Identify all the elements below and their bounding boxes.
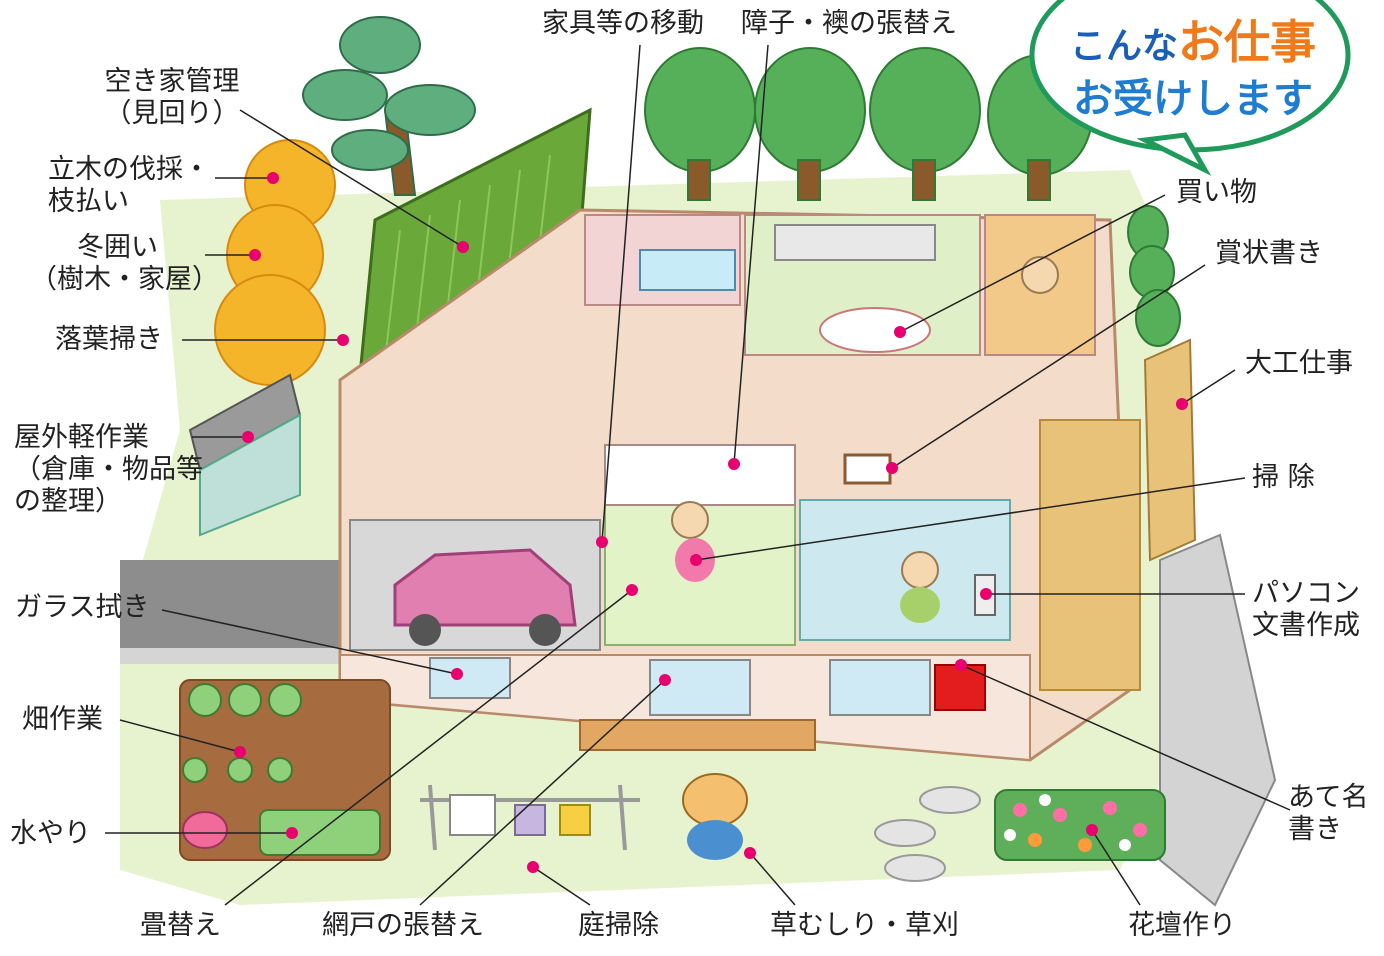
marker-fuyugakoi [249,249,261,261]
marker-garasu [451,668,463,680]
pine-tree [302,16,476,196]
marker-atena [955,659,967,671]
label-okugai: 屋外軽作業 （倉庫・物品等 の整理） [14,422,203,517]
laundry-shirt-2 [514,804,546,836]
laundry-shirt-1 [449,794,496,836]
marker-batsuboku [267,172,279,184]
label-garasu: ガラス拭き [15,592,150,623]
marker-hatake [234,746,246,758]
label-batsuboku: 立木の伐採・ 枝払い [48,154,210,217]
hedge [1127,205,1181,347]
callout-lines [105,44,1291,906]
marker-souji [690,554,702,566]
bathtub [639,249,736,291]
front-window-left [429,657,511,699]
label-mizuyari: 水やり [10,818,91,849]
label-shouji: 障子・襖の張替え [741,8,957,39]
laundry-shirt-3 [559,804,591,836]
label-rakuyou: 落葉掃き [55,324,163,355]
marker-shouji [728,458,740,470]
marker-mizuyari [286,827,298,839]
marker-kusamushiri [744,847,756,859]
person-cleaning [671,501,709,539]
person-pc [901,551,939,589]
label-shoujou: 賞状書き [1215,238,1323,269]
label-atena: あて名 書き [1288,782,1369,845]
badge-prefix: こんな [1069,26,1178,67]
label-amido: 網戸の張替え [322,910,484,941]
marker-okugai [242,431,254,443]
watering-can [182,811,228,849]
marker-rakuyou [337,334,349,346]
badge-emphasis: お仕事 [1178,15,1316,69]
engawa [1039,419,1141,691]
label-kusamushiri: 草むしり・草刈 [770,910,959,941]
marker-amido [659,674,671,686]
markers [234,172,1188,873]
marker-shoujou [886,462,898,474]
label-hatake: 畑作業 [22,704,103,735]
marker-tatami [626,584,638,596]
label-souji: 掃 除 [1252,462,1315,493]
front-window-center [649,659,751,716]
label-niwasouji: 庭掃除 [578,910,659,941]
certificate-frame [843,453,892,485]
road-curb [120,648,350,664]
gardener [682,773,748,827]
label-daiku: 大工仕事 [1245,348,1353,379]
label-fuyugakoi: 冬囲い （樹木・家屋） [30,232,219,295]
label-kaimono: 買い物 [1176,177,1257,208]
kitchen-counter [774,224,936,261]
road [120,560,350,660]
person-shopping [1021,256,1059,294]
dining-table [819,307,931,353]
label-tatami: 畳替え [140,910,221,941]
marker-kaimono [894,326,906,338]
label-pasokon: パソコン 文書作成 [1252,578,1360,641]
marker-akiya [457,241,469,253]
bench [579,719,816,751]
badge-title-line2: お受けします [1073,76,1313,122]
badge-title-line1: こんなお仕事 [1040,6,1346,72]
front-window-right [829,659,931,716]
shed-wall [199,413,301,537]
marker-daiku [1176,398,1188,410]
orange-bushes [214,139,336,386]
car [393,548,577,627]
back-trees [644,47,1093,201]
trellis [1143,338,1197,562]
label-akiya: 空き家管理 （見回り） [104,66,240,129]
marker-niwasouji [527,861,539,873]
shoji [604,444,796,506]
label-kadan: 花壇作り [1128,910,1236,941]
marker-pasokon [980,588,992,600]
marker-kadan [1086,824,1098,836]
marker-kagu [596,536,608,548]
label-kagu: 家具等の移動 [542,8,704,39]
